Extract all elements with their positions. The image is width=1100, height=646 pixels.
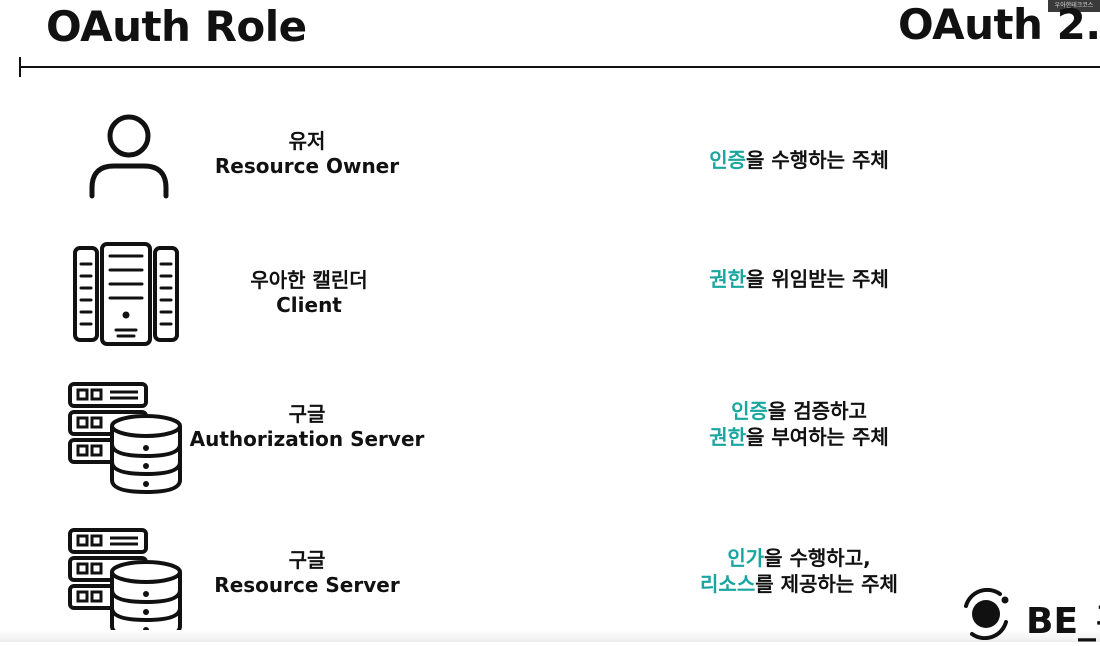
bottom-edge-shadow	[0, 630, 1100, 642]
server-database-icon	[66, 380, 184, 500]
role-description-authorization-server: 인증을 검증하고 권한을 부여하는 주체	[619, 398, 979, 450]
role-label-client: 우아한 캘린더 Client	[159, 268, 459, 318]
role-name-ko: 구글	[288, 402, 326, 426]
page-title: OAuth Role	[46, 2, 307, 51]
role-name-en: Resource Server	[214, 573, 400, 597]
role-label-resource-owner: 유저 Resource Owner	[157, 129, 457, 179]
role-name-ko: 유저	[288, 129, 326, 153]
description-highlight: 리소스	[700, 572, 756, 596]
title-divider	[20, 66, 1100, 68]
role-name-en: Resource Owner	[214, 154, 400, 178]
description-text: 을 위임받는 주체	[746, 267, 889, 291]
role-name-ko: 우아한 캘린더	[250, 268, 368, 292]
role-description-client: 권한을 위임받는 주체	[619, 266, 979, 292]
presenter-badge: 우아한테크코스	[1048, 0, 1100, 12]
description-line: 권한을 부여하는 주체	[619, 424, 979, 450]
description-highlight: 권한	[709, 425, 747, 449]
description-highlight: 권한	[709, 267, 747, 291]
role-label-resource-server: 구글 Resource Server	[157, 548, 457, 598]
description-highlight: 인가	[727, 546, 765, 570]
description-text: 을 검증하고	[767, 399, 867, 423]
role-name-ko: 구글	[288, 548, 326, 572]
description-line: 인가을 수행하고,	[619, 545, 979, 571]
description-text: 을 부여하는 주체	[746, 425, 889, 449]
role-description-resource-server: 인가을 수행하고, 리소스를 제공하는 주체	[619, 545, 979, 597]
description-line: 인증을 수행하는 주체	[619, 147, 979, 173]
role-name-en: Client	[276, 293, 342, 317]
role-description-resource-owner: 인증을 수행하는 주체	[619, 147, 979, 173]
user-icon	[84, 112, 174, 204]
description-text: 를 제공하는 주체	[755, 572, 898, 596]
planet-logo-icon	[960, 587, 1012, 644]
description-line: 권한을 위임받는 주체	[619, 266, 979, 292]
description-highlight: 인증	[709, 148, 747, 172]
description-text: 을 수행하는 주체	[746, 148, 889, 172]
description-highlight: 인증	[731, 399, 768, 423]
page-subtitle: OAuth 2.0	[898, 0, 1100, 49]
server-rack-icon	[72, 242, 180, 350]
role-label-authorization-server: 구글 Authorization Server	[157, 402, 457, 452]
description-line: 인증을 검증하고	[619, 398, 979, 424]
description-text: 을 수행하고,	[764, 546, 871, 570]
description-line: 리소스를 제공하는 주체	[619, 571, 979, 597]
role-name-en: Authorization Server	[189, 427, 425, 451]
presenter-brand: BE_홍	[960, 586, 1100, 642]
presenter-name: BE_홍	[1026, 601, 1100, 642]
